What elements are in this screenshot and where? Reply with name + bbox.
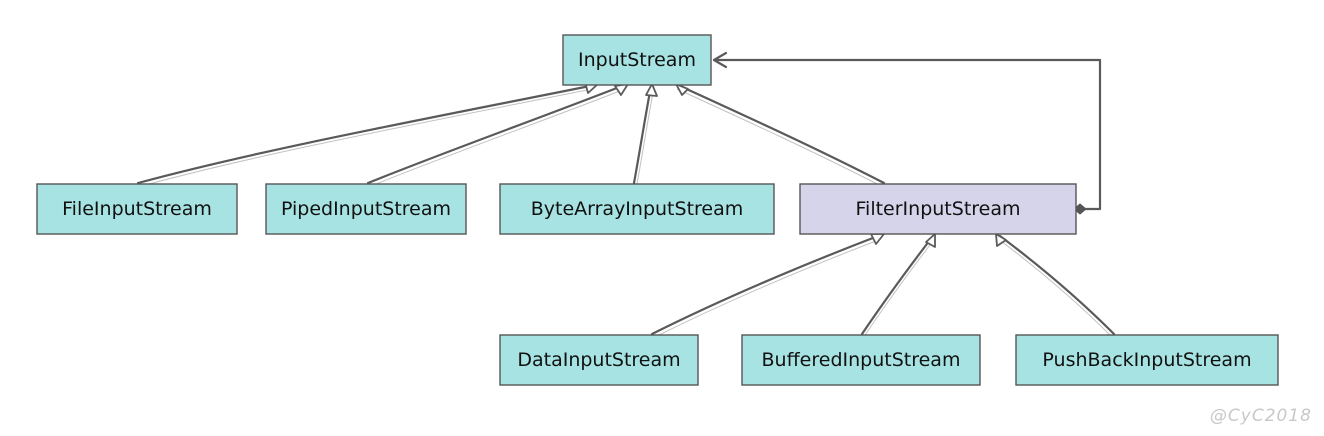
edge-filter-to-inputstream xyxy=(678,84,886,185)
node-filter-input-stream: FilterInputStream xyxy=(799,183,1077,235)
arrowhead-pushback xyxy=(995,233,1007,247)
node-pushback-input-stream: PushBackInputStream xyxy=(1015,334,1279,386)
edge-pushback-to-filter xyxy=(998,234,1116,336)
node-pushback-input-stream-label: PushBackInputStream xyxy=(1042,349,1251,371)
arrowhead-buffered xyxy=(925,233,936,248)
node-piped-input-stream-label: PipedInputStream xyxy=(281,198,451,220)
node-data-input-stream-label: DataInputStream xyxy=(517,349,680,371)
node-file-input-stream: FileInputStream xyxy=(36,183,238,235)
node-input-stream-label: InputStream xyxy=(578,49,696,71)
arrowhead-composition xyxy=(712,51,728,69)
node-buffered-input-stream-label: BufferedInputStream xyxy=(762,349,961,371)
edge-buffered-to-filter xyxy=(860,234,935,336)
composition-diamond xyxy=(1073,203,1087,215)
arrowheads xyxy=(584,51,1087,248)
node-input-stream: InputStream xyxy=(562,34,712,86)
node-buffered-input-stream: BufferedInputStream xyxy=(741,334,981,386)
arrowhead-filter xyxy=(675,83,689,96)
arrowhead-bytearray xyxy=(645,83,658,97)
node-file-input-stream-label: FileInputStream xyxy=(62,198,212,220)
edge-piped-to-inputstream xyxy=(366,84,624,185)
watermark: @CyC2018 xyxy=(1209,406,1312,426)
node-byte-array-input-stream-label: ByteArrayInputStream xyxy=(531,198,744,220)
node-data-input-stream: DataInputStream xyxy=(499,334,699,386)
node-filter-input-stream-label: FilterInputStream xyxy=(856,198,1021,220)
edge-data-to-filter xyxy=(650,234,880,336)
edge-file-to-inputstream xyxy=(136,84,592,185)
nodes: InputStream FileInputStream PipedInputSt… xyxy=(36,34,1279,386)
edges xyxy=(136,58,1116,338)
edge-filter-aggregates-inputstream xyxy=(712,58,1102,211)
node-piped-input-stream: PipedInputStream xyxy=(265,183,467,235)
edge-bytearray-to-inputstream xyxy=(632,84,653,185)
node-byte-array-input-stream: ByteArrayInputStream xyxy=(499,183,775,235)
